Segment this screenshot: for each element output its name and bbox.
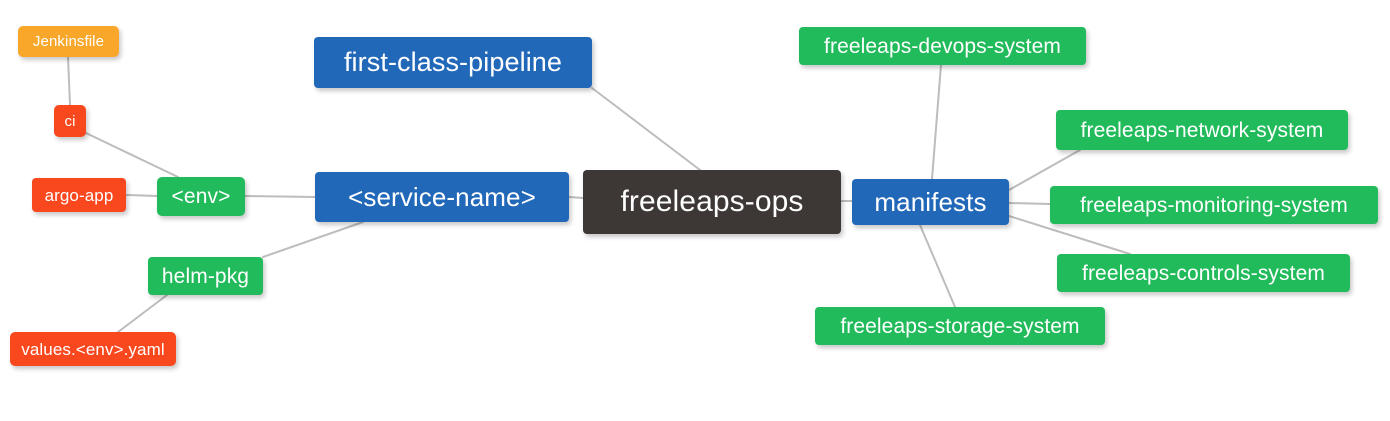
mindmap-node-label-freeleaps-storage-system: freeleaps-storage-system — [840, 314, 1080, 338]
mindmap-node-freeleaps-devops-system[interactable]: freeleaps-devops-system — [799, 27, 1086, 65]
mindmap-node-argo-app[interactable]: argo-app — [32, 178, 126, 212]
mindmap-node-values-env-yaml[interactable]: values.<env>.yaml — [10, 332, 176, 366]
mindmap-node-label-freeleaps-monitoring-system: freeleaps-monitoring-system — [1080, 193, 1348, 217]
mindmap-edge-helm-pkg-to-service-name — [262, 221, 364, 258]
mindmap-node-manifests[interactable]: manifests — [852, 179, 1009, 225]
mindmap-edge-manifests-to-freeleaps-network-system — [1008, 149, 1081, 191]
mindmap-node-label-jenkinsfile: Jenkinsfile — [32, 33, 105, 50]
mindmap-edge-ci-to-env — [85, 132, 179, 178]
mindmap-edge-jenkinsfile-to-ci — [67, 56, 71, 106]
mindmap-node-jenkinsfile[interactable]: Jenkinsfile — [18, 26, 119, 57]
mindmap-node-first-class-pipeline[interactable]: first-class-pipeline — [314, 37, 592, 88]
mindmap-node-label-service-name: <service-name> — [348, 182, 536, 212]
mindmap-edge-argo-app-to-env — [125, 194, 158, 197]
mindmap-edge-manifests-to-freeleaps-devops-system — [931, 64, 942, 180]
mindmap-node-label-helm-pkg: helm-pkg — [161, 264, 250, 288]
mindmap-node-label-freeleaps-network-system: freeleaps-network-system — [1080, 118, 1324, 142]
mindmap-node-label-freeleaps-ops: freeleaps-ops — [620, 185, 804, 218]
mindmap-node-label-env: <env> — [171, 185, 231, 208]
mindmap-node-freeleaps-controls-system[interactable]: freeleaps-controls-system — [1057, 254, 1350, 292]
mindmap-node-label-freeleaps-devops-system: freeleaps-devops-system — [824, 34, 1061, 58]
mindmap-node-freeleaps-storage-system[interactable]: freeleaps-storage-system — [815, 307, 1105, 345]
mindmap-edge-values-env-yaml-to-helm-pkg — [117, 294, 168, 333]
mindmap-edge-env-to-service-name — [244, 195, 316, 198]
mindmap-node-label-values-env-yaml: values.<env>.yaml — [21, 339, 165, 359]
mindmap-node-label-ci: ci — [64, 112, 76, 130]
mindmap-node-freeleaps-monitoring-system[interactable]: freeleaps-monitoring-system — [1050, 186, 1378, 224]
mindmap-node-label-argo-app: argo-app — [44, 185, 114, 205]
mindmap-node-freeleaps-ops[interactable]: freeleaps-ops — [583, 170, 841, 234]
mindmap-node-helm-pkg[interactable]: helm-pkg — [148, 257, 263, 295]
mindmap-node-freeleaps-network-system[interactable]: freeleaps-network-system — [1056, 110, 1348, 150]
mindmap-edge-first-class-pipeline-to-freeleaps-ops — [591, 87, 701, 171]
mindmap-node-label-manifests: manifests — [874, 187, 987, 217]
mindmap-edge-service-name-to-freeleaps-ops — [568, 196, 584, 199]
mindmap-edge-manifests-to-freeleaps-monitoring-system — [1008, 202, 1051, 205]
mindmap-node-env[interactable]: <env> — [157, 177, 245, 216]
mindmap-edge-manifests-to-freeleaps-storage-system — [919, 224, 956, 308]
mindmap-node-service-name[interactable]: <service-name> — [315, 172, 569, 222]
mindmap-node-label-first-class-pipeline: first-class-pipeline — [343, 47, 563, 77]
mindmap-node-ci[interactable]: ci — [54, 105, 86, 137]
mindmap-node-label-freeleaps-controls-system: freeleaps-controls-system — [1082, 261, 1325, 285]
